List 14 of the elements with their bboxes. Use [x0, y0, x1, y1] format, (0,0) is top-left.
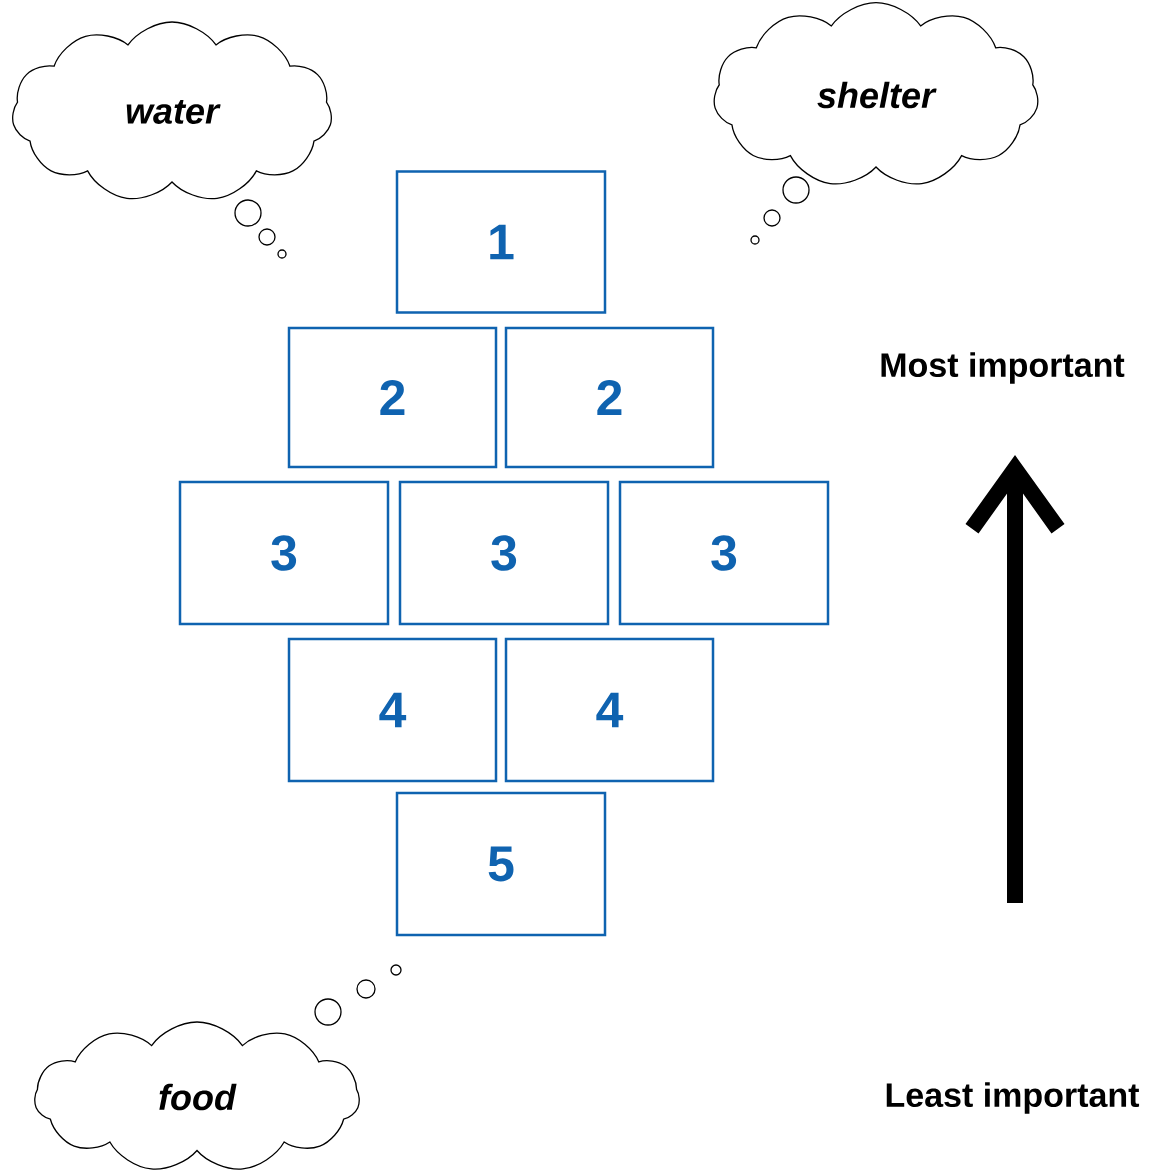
rank-box: 1 — [395, 170, 607, 314]
scale-label: Most important — [881, 352, 1125, 384]
thought-cloud: water — [12, 21, 332, 259]
rank-box: 3 — [398, 480, 610, 626]
rank-box: 5 — [395, 791, 607, 937]
scale-label: Least important — [886, 1082, 1140, 1114]
rank-box: 4 — [287, 637, 498, 783]
rank-box: 3 — [618, 480, 830, 626]
thought-cloud: food — [34, 964, 402, 1170]
rank-box: 3 — [178, 480, 390, 626]
rank-box: 2 — [504, 326, 715, 469]
rank-box: 2 — [287, 326, 498, 469]
rank-box: 4 — [504, 637, 715, 783]
thought-cloud: shelter — [713, 2, 1039, 245]
